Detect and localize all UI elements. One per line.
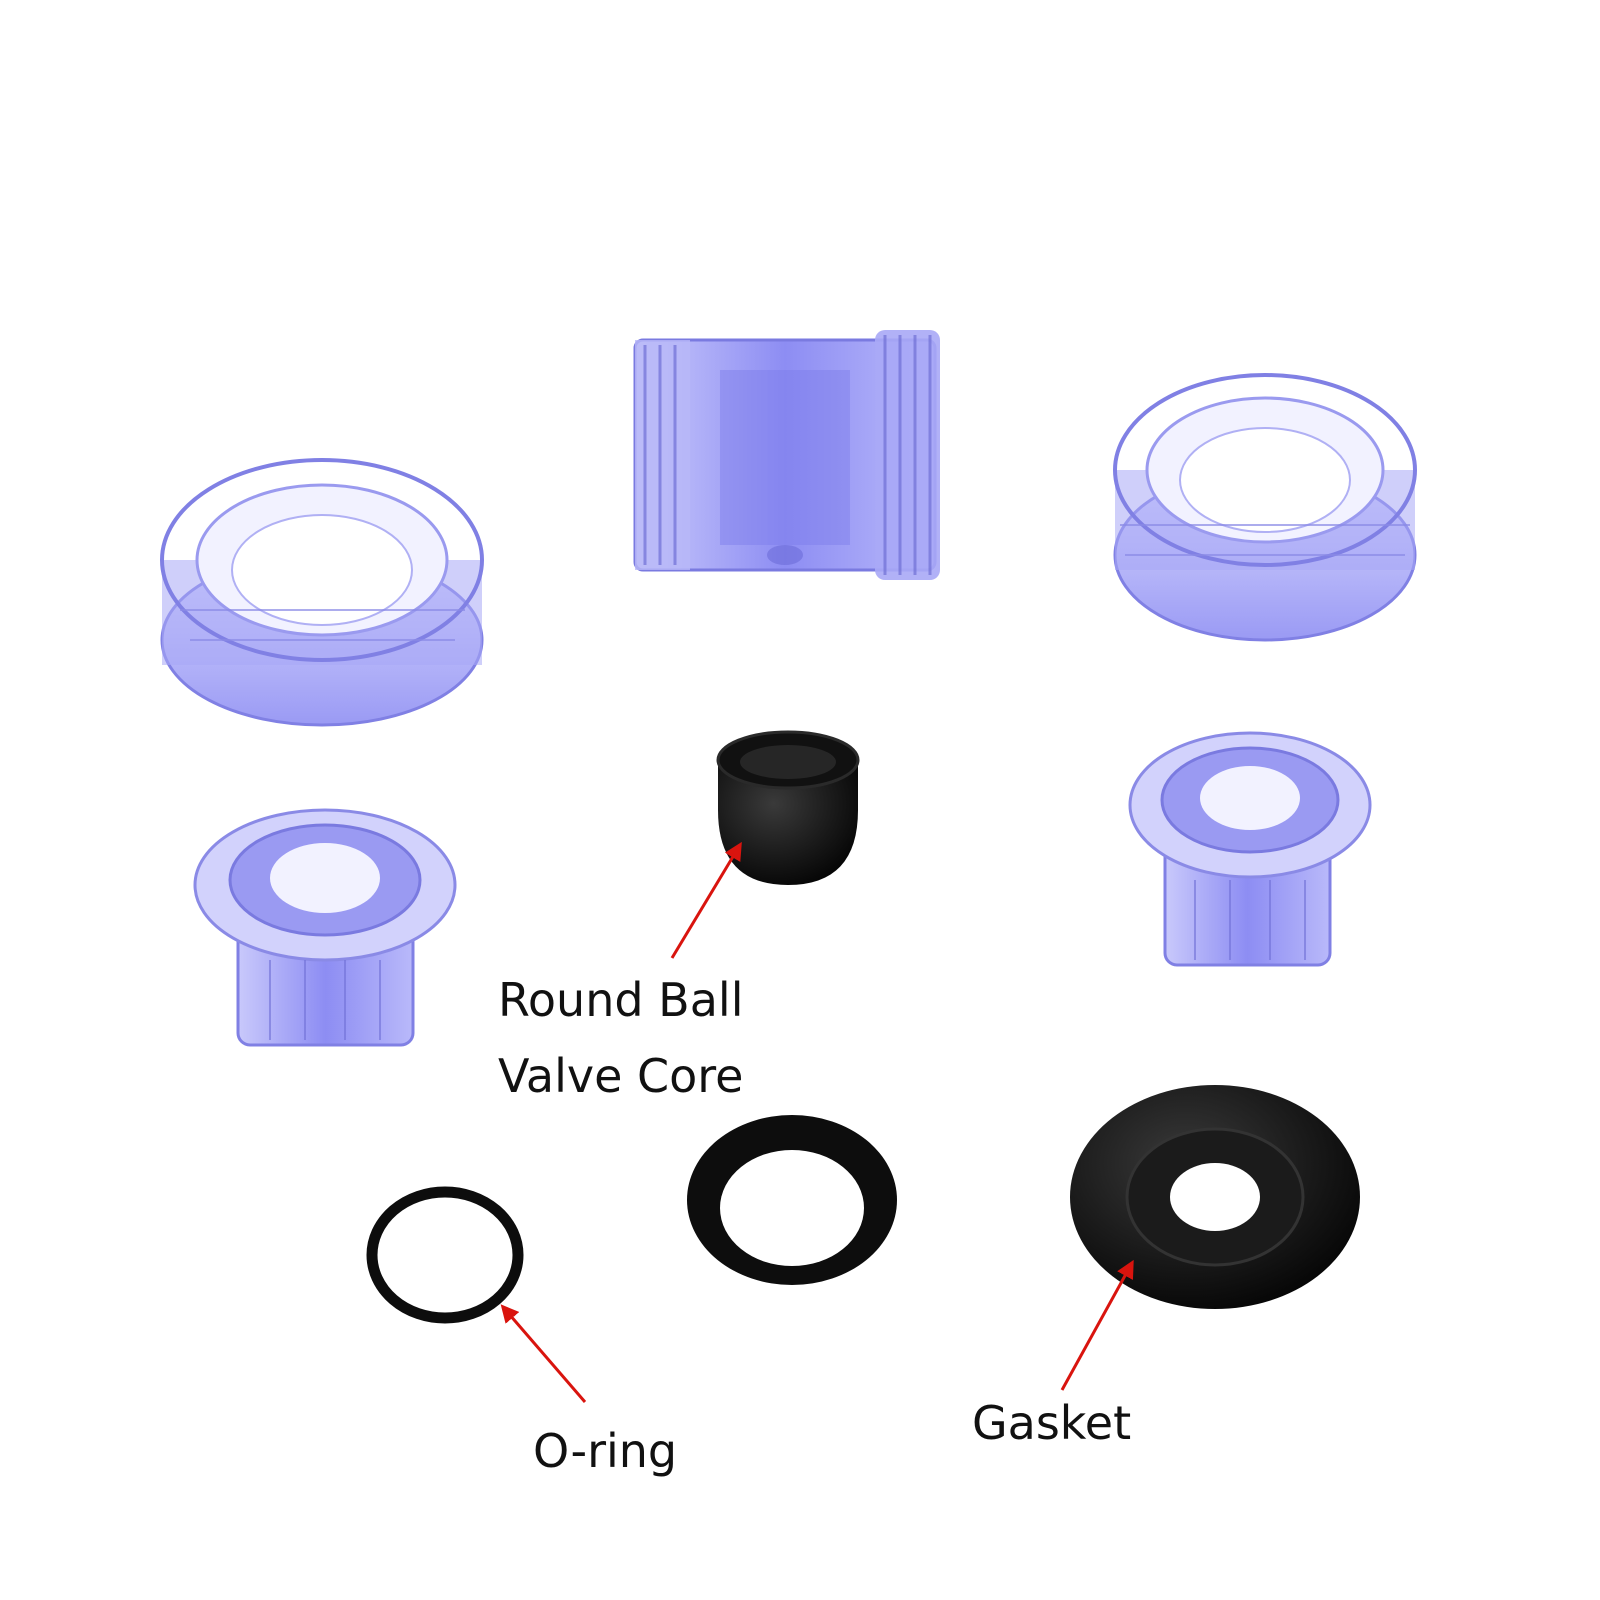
- o-ring-arrow: [500, 1304, 587, 1403]
- o-ring-part: [366, 1186, 524, 1324]
- gasket-label: Gasket: [972, 1396, 1132, 1450]
- ball-valve-core-part: [716, 730, 860, 885]
- union-body-part: [633, 330, 940, 580]
- valve-core-label-line2: Valve Core: [498, 1049, 744, 1103]
- gasket-arrow: [1060, 1259, 1134, 1391]
- right-union-nut-part: [1113, 373, 1417, 642]
- right-end-connector-part: [1128, 731, 1372, 967]
- valve-core-arrow: [670, 841, 742, 959]
- valve-core-label: Round Ball Valve Core: [498, 962, 743, 1114]
- valve-core-label-line1: Round Ball: [498, 973, 744, 1027]
- flat-washer-part: [687, 1115, 897, 1285]
- o-ring-label: O-ring: [533, 1424, 678, 1478]
- left-union-nut-part: [160, 458, 484, 727]
- left-end-connector-part: [193, 808, 457, 1047]
- gasket-part: [1070, 1085, 1360, 1309]
